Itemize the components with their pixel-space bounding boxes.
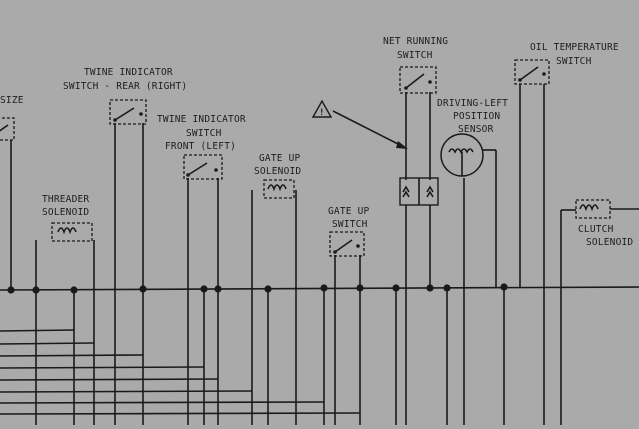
main-bus-wire — [0, 286, 639, 291]
label-oil-1: OIL TEMPERATURE — [530, 42, 619, 53]
label-driving-2: POSITION — [453, 111, 500, 122]
label-driving-3: SENSOR — [458, 124, 494, 135]
label-twine-front-3: FRONT (LEFT) — [165, 141, 236, 152]
label-net-2: SWITCH — [397, 50, 433, 61]
gate-up-solenoid-symbol — [263, 179, 295, 199]
label-oil-2: SWITCH — [556, 56, 592, 67]
connector-block-symbol — [399, 177, 439, 206]
harness-wire-1 — [0, 329, 75, 332]
label-clutch-1: CLUTCH — [578, 224, 614, 235]
harness-wire-7 — [0, 401, 325, 404]
driving-position-sensor-symbol — [440, 133, 484, 177]
label-threader-1: THREADER — [42, 194, 89, 205]
label-clutch-2: SOLENOID — [586, 237, 633, 248]
threader-solenoid-symbol — [51, 222, 93, 242]
label-twine-front-2: SWITCH — [186, 128, 222, 139]
label-size: SIZE — [0, 95, 24, 106]
label-gate-solenoid-2: SOLENOID — [254, 166, 301, 177]
label-threader-2: SOLENOID — [42, 207, 89, 218]
label-gate-switch-2: SWITCH — [332, 219, 368, 230]
clutch-solenoid-symbol — [575, 199, 639, 219]
harness-wire-2 — [0, 342, 95, 345]
harness-wire-8 — [0, 412, 361, 415]
oil-temperature-switch-symbol — [514, 59, 550, 85]
net-running-switch-symbol — [399, 66, 437, 94]
label-twine-rear-2: SWITCH - REAR (RIGHT) — [63, 81, 187, 92]
vertical-wires — [10, 84, 576, 425]
harness-wire-6 — [0, 390, 253, 393]
label-gate-solenoid-1: GATE UP — [259, 153, 301, 164]
label-twine-front-1: TWINE INDICATOR — [157, 114, 246, 125]
bus-junction-dots — [7, 283, 508, 294]
label-driving-1: DRIVING-LEFT — [437, 98, 508, 109]
leader-arrow — [332, 110, 408, 149]
twine-front-switch-symbol — [183, 154, 223, 180]
gate-up-switch-symbol — [329, 231, 365, 257]
label-gate-switch-1: GATE UP — [328, 206, 370, 217]
warning-triangle-icon: ! — [311, 99, 333, 118]
twine-rear-switch-symbol — [109, 99, 147, 125]
label-twine-rear-1: TWINE INDICATOR — [84, 67, 173, 78]
harness-wire-5 — [0, 378, 219, 381]
harness-wire-3 — [0, 354, 144, 357]
label-net-1: NET RUNNING — [383, 36, 448, 47]
harness-wire-4 — [0, 366, 205, 369]
svg-text:!: ! — [319, 108, 325, 118]
size-switch-symbol — [0, 117, 15, 141]
